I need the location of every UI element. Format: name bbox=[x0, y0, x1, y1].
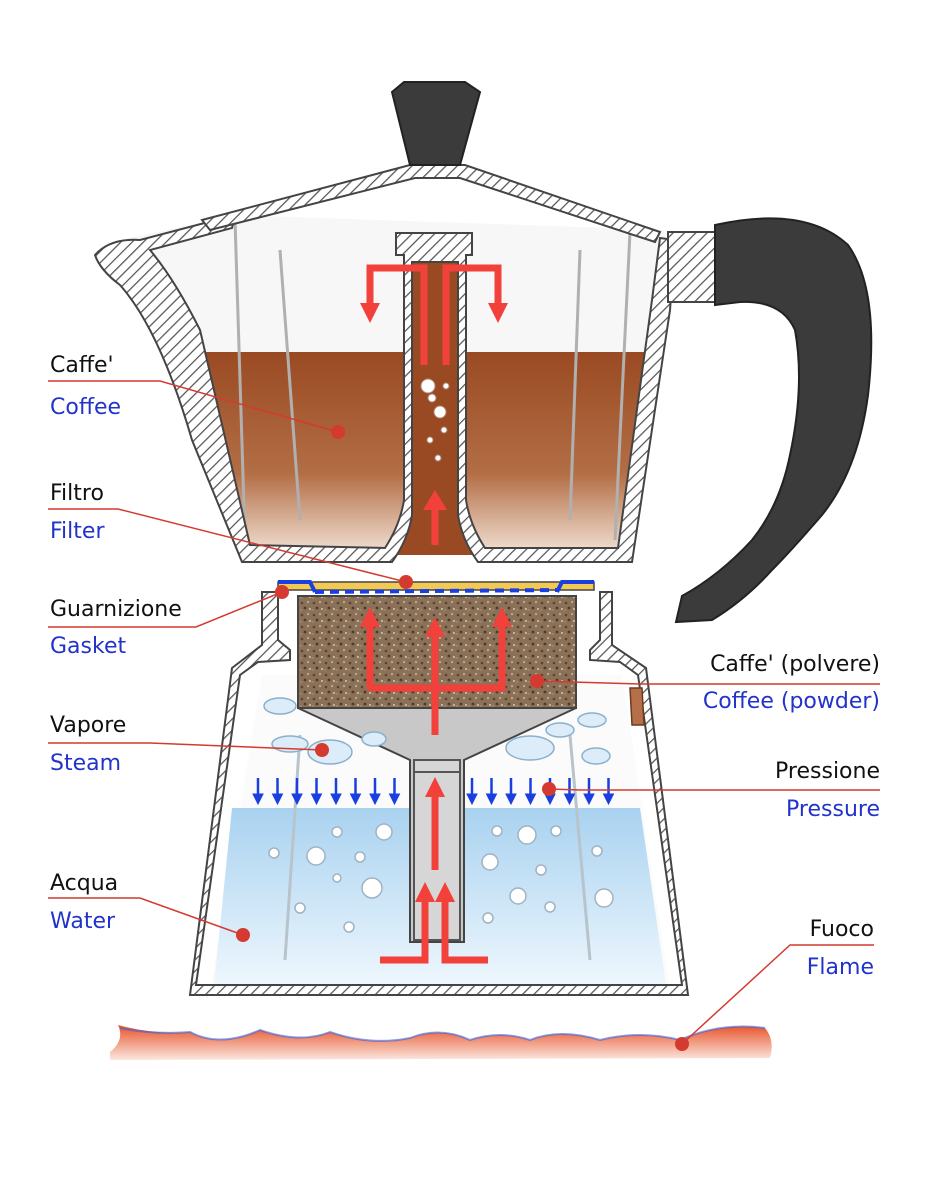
flow-arrowheads bbox=[360, 303, 512, 902]
flame bbox=[110, 1025, 772, 1060]
water-bubbles bbox=[268, 823, 614, 933]
lower-body-wall bbox=[188, 591, 690, 996]
label-coffee-en: Coffee bbox=[50, 395, 121, 420]
filter-plate bbox=[314, 588, 558, 594]
pressure-arrow-head bbox=[524, 793, 537, 806]
handle-icon bbox=[674, 217, 873, 624]
pressure-arrow-head bbox=[563, 793, 576, 806]
pressure-arrow-head bbox=[583, 793, 595, 806]
leader-lines bbox=[48, 380, 880, 1045]
label-coffee-it: Caffe' bbox=[50, 353, 114, 378]
pressure-arrow-head bbox=[466, 793, 478, 806]
pressure-arrow-head bbox=[330, 793, 342, 806]
label-pressure-en: Pressure bbox=[786, 797, 880, 822]
lid-knob-icon bbox=[390, 81, 482, 166]
label-powder-it: Caffe' (polvere) bbox=[710, 652, 880, 677]
pressure-arrow-head bbox=[349, 793, 362, 806]
label-flame-en: Flame bbox=[807, 955, 874, 980]
label-pressure-it: Pressione bbox=[775, 759, 880, 784]
label-gasket-it: Guarnizione bbox=[50, 597, 182, 622]
label-steam-it: Vapore bbox=[50, 713, 126, 738]
steam-clouds bbox=[263, 697, 611, 765]
pressure-arrow-head bbox=[505, 793, 517, 806]
pressure-arrow-head bbox=[388, 793, 401, 806]
pressure-arrow-head bbox=[252, 793, 264, 806]
pressure-arrow-head bbox=[310, 793, 323, 806]
pressure-arrow-head bbox=[369, 793, 381, 806]
safety-valve bbox=[629, 687, 645, 726]
pressure-arrow-head bbox=[485, 793, 498, 806]
coffee-bubbles bbox=[420, 378, 450, 462]
label-filter-en: Filter bbox=[50, 519, 105, 544]
flow-arrows bbox=[366, 264, 506, 964]
flame-tips bbox=[119, 1025, 766, 1042]
lower-glass-reflections bbox=[283, 734, 592, 961]
pressure-arrows bbox=[252, 778, 615, 806]
hinge-block bbox=[667, 231, 717, 303]
upper-body-wall bbox=[93, 213, 677, 563]
label-powder-en: Coffee (powder) bbox=[703, 689, 880, 714]
glass-reflections bbox=[233, 219, 632, 541]
pressure-arrow-head bbox=[602, 793, 615, 806]
label-gasket-en: Gasket bbox=[50, 634, 126, 659]
label-water-it: Acqua bbox=[50, 871, 118, 896]
filter-plate-edge bbox=[278, 580, 594, 593]
label-water-en: Water bbox=[50, 909, 116, 934]
label-steam-en: Steam bbox=[50, 751, 121, 776]
label-flame-it: Fuoco bbox=[810, 917, 874, 942]
pressure-arrow-head bbox=[291, 793, 303, 806]
leader-dots bbox=[236, 425, 689, 1051]
pressure-arrow-head bbox=[271, 793, 284, 806]
label-filter-it: Filtro bbox=[50, 481, 104, 506]
